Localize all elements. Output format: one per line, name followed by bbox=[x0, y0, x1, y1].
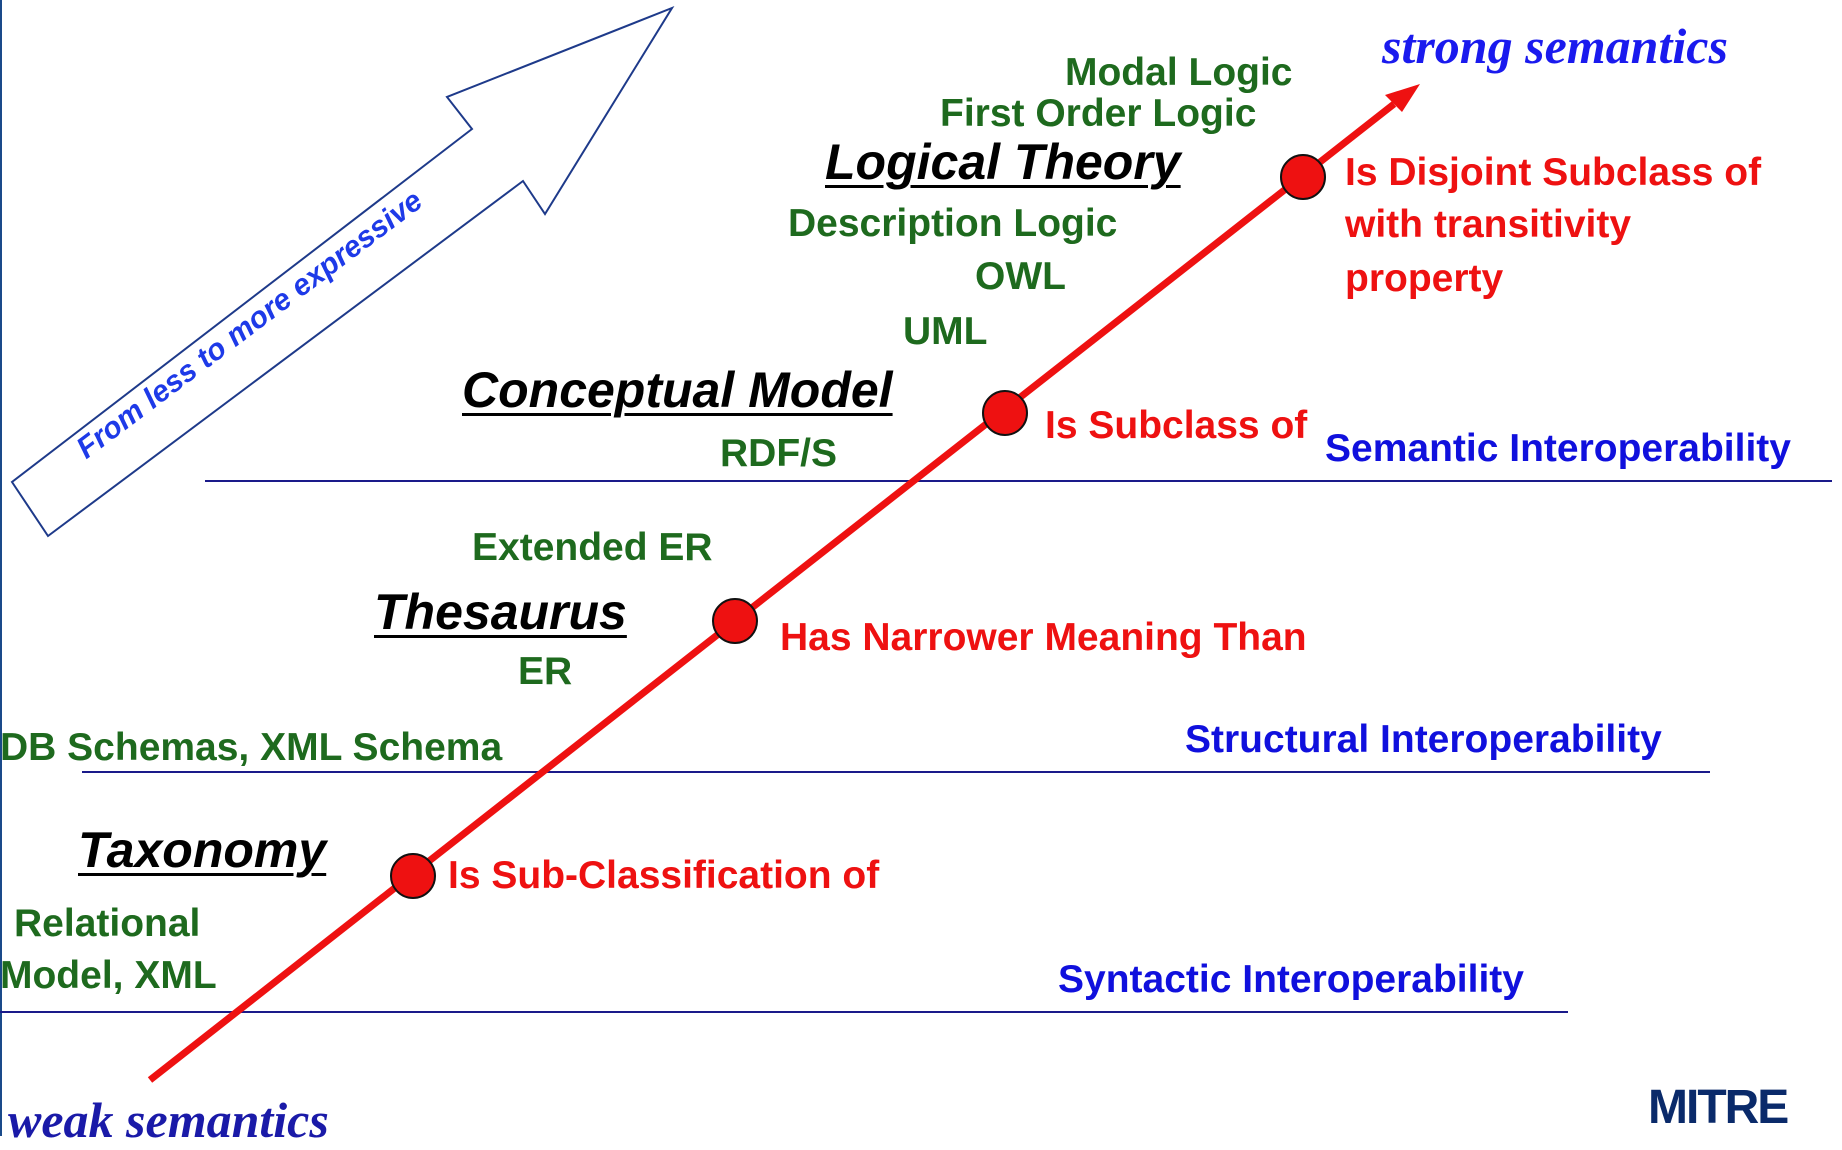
logical-theory-relation-line-1: Is Disjoint Subclass of bbox=[1345, 151, 1762, 194]
owl-label: OWL bbox=[975, 255, 1066, 298]
relational-model-label-line-2: Model, XML bbox=[0, 954, 217, 997]
conceptual-model-level-title: Conceptual Model bbox=[462, 362, 893, 418]
semantic-axis-arrowhead bbox=[1385, 84, 1420, 112]
mitre-logo: MITRE bbox=[1648, 1081, 1789, 1134]
logical-theory-marker bbox=[1280, 154, 1326, 200]
description-logic-label: Description Logic bbox=[788, 202, 1118, 245]
logical-theory-relation-line-3: property bbox=[1345, 257, 1504, 300]
taxonomy-level-title: Taxonomy bbox=[78, 822, 327, 878]
expressiveness-arrow bbox=[10, 5, 675, 538]
structural-interoperability-label: Structural Interoperability bbox=[1185, 718, 1662, 761]
uml-label: UML bbox=[903, 310, 988, 353]
conceptual-model-marker bbox=[982, 390, 1028, 436]
thesaurus-marker bbox=[712, 598, 758, 644]
taxonomy-marker bbox=[390, 853, 436, 899]
thesaurus-relation: Has Narrower Meaning Than bbox=[780, 616, 1307, 659]
weak-semantics-label: weak semantics bbox=[8, 1092, 329, 1148]
logical-theory-relation-line-2: with transitivity bbox=[1345, 203, 1632, 246]
relational-model-label-line-1: Relational bbox=[14, 902, 201, 945]
thesaurus-level-title: Thesaurus bbox=[374, 584, 627, 640]
modal-logic-label: Modal Logic bbox=[1065, 51, 1293, 94]
conceptual-model-relation: Is Subclass of bbox=[1045, 404, 1308, 447]
first-order-logic-label: First Order Logic bbox=[940, 92, 1257, 135]
db-schemas-label: DB Schemas, XML Schema bbox=[0, 726, 503, 769]
taxonomy-relation: Is Sub-Classification of bbox=[448, 854, 880, 897]
rdfs-label: RDF/S bbox=[720, 432, 837, 475]
logical-theory-level-title: Logical Theory bbox=[825, 134, 1181, 190]
strong-semantics-label: strong semantics bbox=[1382, 18, 1728, 74]
syntactic-interoperability-label: Syntactic Interoperability bbox=[1058, 958, 1524, 1001]
extended-er-label: Extended ER bbox=[472, 526, 713, 569]
semantic-interoperability-label: Semantic Interoperability bbox=[1325, 427, 1791, 470]
er-label: ER bbox=[518, 650, 573, 693]
semantic-axis-line bbox=[147, 101, 1397, 1083]
